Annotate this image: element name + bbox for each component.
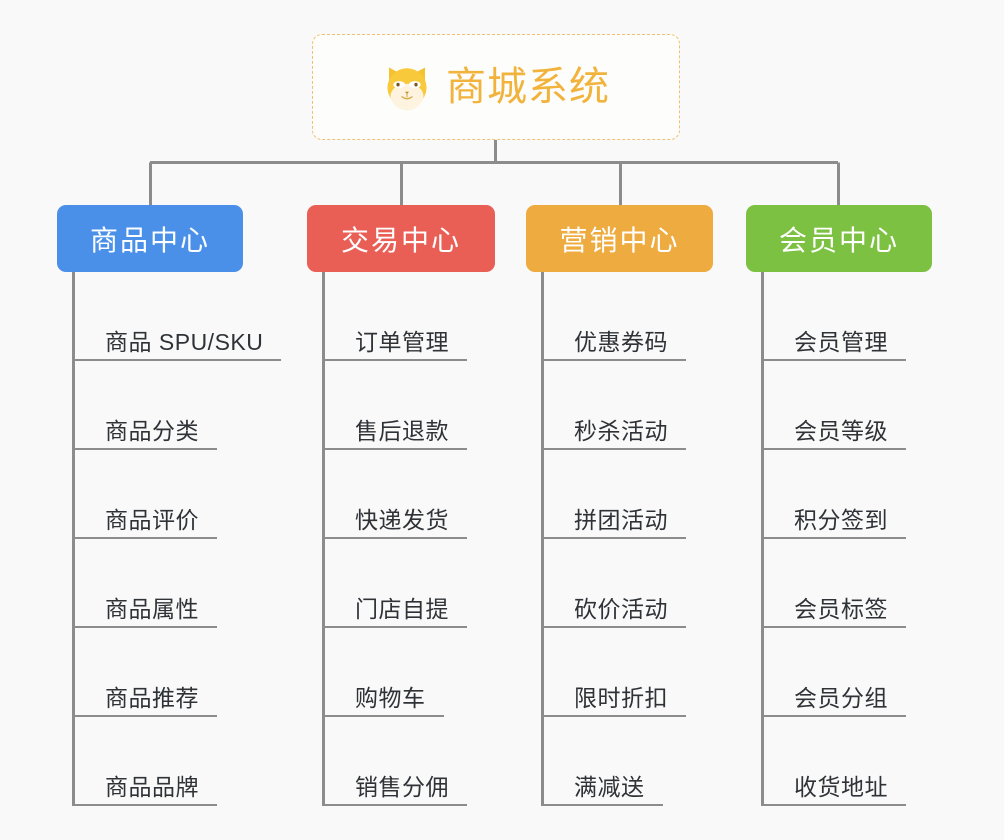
leaf-item[interactable]: 购物车 bbox=[325, 628, 449, 717]
leaf-item-underline bbox=[544, 359, 686, 361]
leaf-item-underline bbox=[764, 715, 906, 717]
branch-header-0[interactable]: 商品中心 bbox=[57, 205, 243, 272]
leaf-item[interactable]: 会员分组 bbox=[764, 628, 906, 717]
leaf-item[interactable]: 优惠券码 bbox=[544, 272, 686, 361]
root-title: 商城系统 bbox=[446, 65, 610, 109]
leaf-item[interactable]: 会员标签 bbox=[764, 539, 906, 628]
leaf-item[interactable]: 商品推荐 bbox=[75, 628, 263, 717]
leaf-item-label: 会员标签 bbox=[794, 595, 888, 622]
leaf-item-label: 限时折扣 bbox=[574, 684, 668, 711]
leaf-item[interactable]: 秒杀活动 bbox=[544, 361, 686, 450]
leaf-item[interactable]: 门店自提 bbox=[325, 539, 467, 628]
leaf-item-underline bbox=[325, 804, 467, 806]
leaf-item-underline bbox=[325, 626, 467, 628]
branch-column-1: 交易中心 bbox=[307, 205, 495, 272]
leaf-item[interactable]: 收货地址 bbox=[764, 717, 906, 806]
leaf-item-underline bbox=[75, 804, 217, 806]
leaf-list-2: 优惠券码秒杀活动拼团活动砍价活动限时折扣满减送 bbox=[541, 272, 686, 806]
leaf-item-label: 满减送 bbox=[574, 773, 645, 800]
leaf-item[interactable]: 订单管理 bbox=[325, 272, 467, 361]
leaf-item-label: 会员管理 bbox=[794, 328, 888, 355]
leaf-item-underline bbox=[764, 448, 906, 450]
leaf-item-underline bbox=[325, 537, 467, 539]
leaf-item[interactable]: 商品分类 bbox=[75, 361, 263, 450]
branch-header-3[interactable]: 会员中心 bbox=[746, 205, 932, 272]
leaf-item-label: 商品品牌 bbox=[105, 773, 199, 800]
leaf-item-underline bbox=[325, 715, 444, 717]
leaf-item-underline bbox=[75, 359, 282, 361]
leaf-item[interactable]: 限时折扣 bbox=[544, 628, 686, 717]
leaf-item-label: 商品分类 bbox=[105, 417, 199, 444]
leaf-item-label: 商品属性 bbox=[105, 595, 199, 622]
leaf-item-label: 会员分组 bbox=[794, 684, 888, 711]
leaf-item[interactable]: 满减送 bbox=[544, 717, 668, 806]
leaf-item-label: 收货地址 bbox=[794, 773, 888, 800]
leaf-item-label: 商品 SPU/SKU bbox=[105, 328, 264, 355]
leaf-item[interactable]: 商品评价 bbox=[75, 450, 263, 539]
leaf-item-underline bbox=[544, 715, 686, 717]
leaf-item-underline bbox=[75, 715, 217, 717]
root-node[interactable]: 商城系统 bbox=[312, 34, 680, 140]
leaf-item-label: 门店自提 bbox=[355, 595, 449, 622]
leaf-item-label: 订单管理 bbox=[355, 328, 449, 355]
shiba-dog-face-icon bbox=[387, 67, 427, 111]
leaf-item-underline bbox=[544, 626, 686, 628]
leaf-item-underline bbox=[325, 448, 467, 450]
leaf-item-underline bbox=[544, 448, 686, 450]
leaf-item-label: 会员等级 bbox=[794, 417, 888, 444]
leaf-item[interactable]: 会员等级 bbox=[764, 361, 906, 450]
branch-header-2[interactable]: 营销中心 bbox=[526, 205, 713, 272]
leaf-item[interactable]: 会员管理 bbox=[764, 272, 906, 361]
leaf-item-label: 砍价活动 bbox=[574, 595, 668, 622]
leaf-item[interactable]: 商品品牌 bbox=[75, 717, 263, 806]
leaf-list-3: 会员管理会员等级积分签到会员标签会员分组收货地址 bbox=[761, 272, 906, 806]
branch-column-0: 商品中心 bbox=[57, 205, 243, 272]
leaf-list-0: 商品 SPU/SKU 商品分类商品评价商品属性商品推荐商品品牌 bbox=[72, 272, 282, 806]
leaf-item[interactable]: 销售分佣 bbox=[325, 717, 467, 806]
leaf-item-underline bbox=[764, 359, 906, 361]
leaf-item-label: 秒杀活动 bbox=[574, 417, 668, 444]
leaf-item-underline bbox=[325, 359, 467, 361]
leaf-item-underline bbox=[75, 448, 217, 450]
leaf-item-label: 购物车 bbox=[355, 684, 426, 711]
leaf-item-label: 售后退款 bbox=[355, 417, 449, 444]
leaf-item-underline bbox=[544, 804, 663, 806]
leaf-item-label: 商品推荐 bbox=[105, 684, 199, 711]
leaf-item[interactable]: 积分签到 bbox=[764, 450, 906, 539]
leaf-item-underline bbox=[75, 626, 217, 628]
leaf-item-underline bbox=[75, 537, 217, 539]
leaf-item[interactable]: 砍价活动 bbox=[544, 539, 686, 628]
leaf-item[interactable]: 商品属性 bbox=[75, 539, 263, 628]
leaf-list-1: 订单管理售后退款快递发货门店自提购物车销售分佣 bbox=[322, 272, 467, 806]
leaf-item-underline bbox=[764, 804, 906, 806]
leaf-item-label: 优惠券码 bbox=[574, 328, 668, 355]
leaf-item[interactable]: 拼团活动 bbox=[544, 450, 686, 539]
leaf-item[interactable]: 商品 SPU/SKU bbox=[75, 272, 282, 361]
leaf-item-label: 销售分佣 bbox=[355, 773, 449, 800]
leaf-item[interactable]: 售后退款 bbox=[325, 361, 467, 450]
leaf-item-label: 快递发货 bbox=[355, 506, 449, 533]
leaf-item-label: 积分签到 bbox=[794, 506, 888, 533]
leaf-item[interactable]: 快递发货 bbox=[325, 450, 467, 539]
leaf-item-underline bbox=[544, 537, 686, 539]
branch-column-3: 会员中心 bbox=[746, 205, 932, 272]
branch-column-2: 营销中心 bbox=[526, 205, 713, 272]
leaf-item-underline bbox=[764, 537, 906, 539]
leaf-item-label: 商品评价 bbox=[105, 506, 199, 533]
leaf-item-label: 拼团活动 bbox=[574, 506, 668, 533]
leaf-item-underline bbox=[764, 626, 906, 628]
branch-header-1[interactable]: 交易中心 bbox=[307, 205, 495, 272]
